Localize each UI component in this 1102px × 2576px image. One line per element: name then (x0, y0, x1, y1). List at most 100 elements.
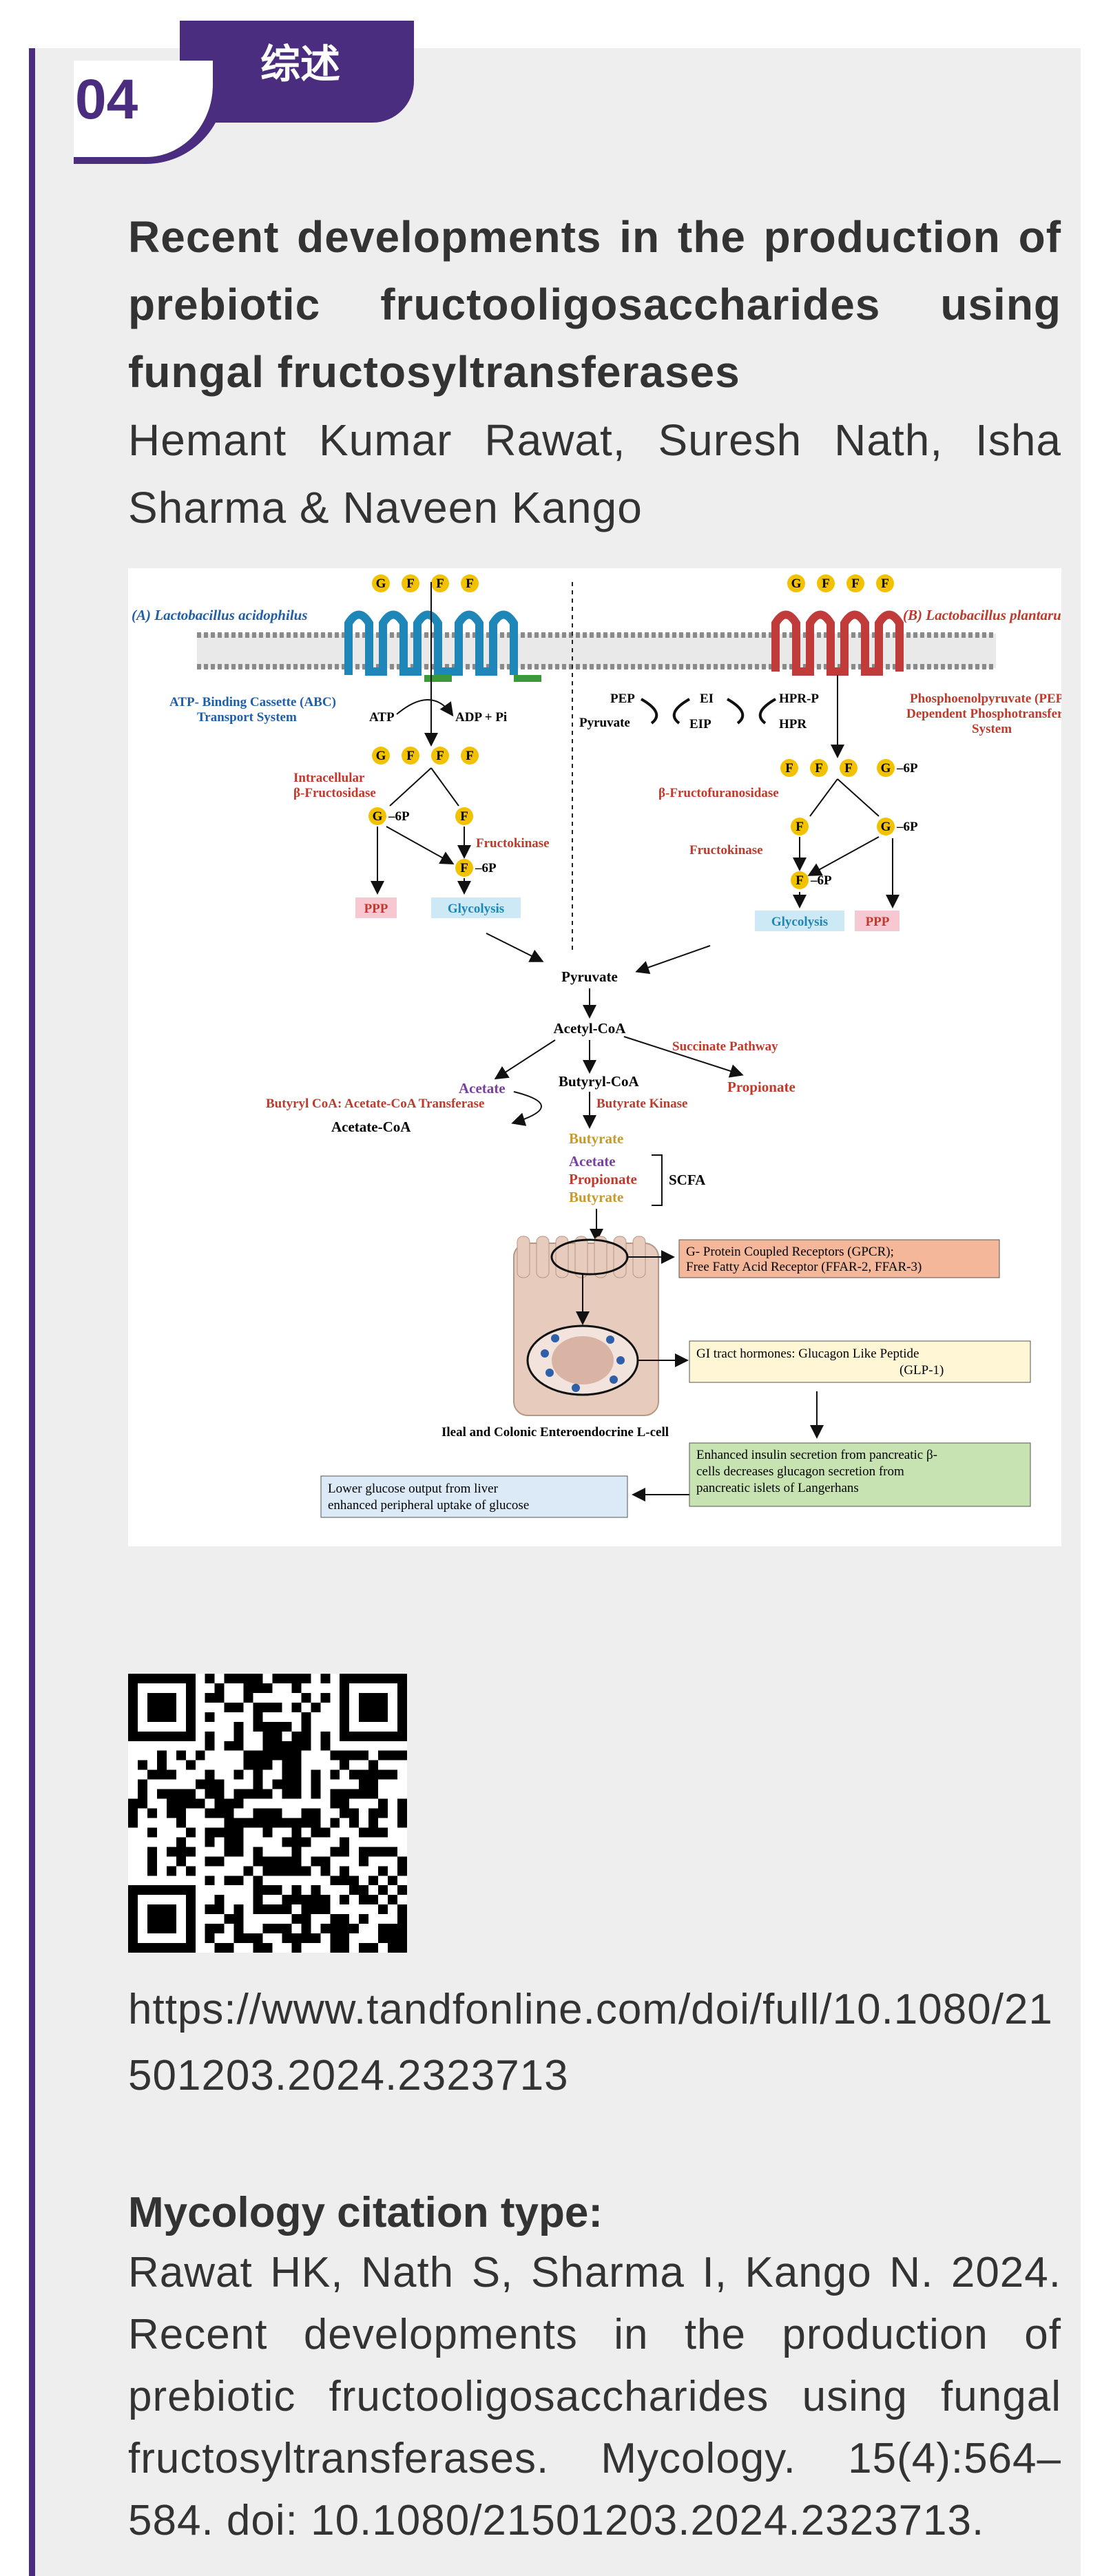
qr-module (205, 1789, 215, 1799)
qr-module (233, 1924, 244, 1934)
qr-module (147, 1856, 157, 1867)
qr-module (388, 1876, 398, 1886)
qr-module (205, 1933, 215, 1944)
qr-module (301, 1837, 311, 1847)
qr-module (282, 1779, 292, 1789)
qr-module (301, 1818, 311, 1828)
qr-module (253, 1760, 263, 1770)
qr-module (262, 1808, 273, 1818)
qr-module (378, 1827, 388, 1838)
qr-module (359, 1856, 369, 1867)
qr-module (233, 1876, 244, 1886)
qr-module (156, 1750, 167, 1760)
qr-module (349, 1818, 360, 1828)
qr-module (166, 1798, 176, 1809)
qr-module (301, 1808, 311, 1818)
qr-module (397, 1750, 407, 1760)
qr-module (388, 1847, 398, 1857)
qr-module (291, 1741, 302, 1751)
qr-module (349, 1808, 360, 1818)
svg-text:F: F (844, 761, 853, 776)
fos-chain-b: G F F F (787, 574, 894, 592)
qr-module (233, 1904, 244, 1915)
svg-text:–6P: –6P (896, 820, 918, 834)
qr-module (224, 1876, 234, 1886)
qr-module (282, 1741, 292, 1751)
qr-module (176, 1798, 186, 1809)
qr-module (253, 1683, 263, 1693)
qr-module (311, 1895, 321, 1905)
hprp-label: HPR-P (779, 692, 819, 706)
qr-module (311, 1769, 321, 1780)
svg-text:F: F (881, 577, 889, 591)
qr-module (397, 1914, 407, 1924)
qr-module (397, 1933, 407, 1944)
pts-transporter (771, 610, 904, 676)
qr-module (378, 1798, 388, 1809)
qr-module (262, 1866, 273, 1876)
qr-module (311, 1818, 321, 1828)
qr-module (311, 1933, 321, 1944)
qr-module (397, 1866, 407, 1876)
qr-module (388, 1750, 398, 1760)
qr-code[interactable] (128, 1674, 407, 1953)
qr-module (378, 1933, 388, 1944)
qr-module (349, 1750, 360, 1760)
svg-text:G: G (376, 749, 386, 763)
qr-module (205, 1779, 215, 1789)
qr-module (272, 1924, 282, 1934)
qr-module (253, 1789, 263, 1799)
qr-module (262, 1702, 273, 1712)
qr-module (330, 1933, 340, 1944)
svg-text:F: F (796, 820, 804, 834)
acetate-label: Acetate (459, 1080, 506, 1097)
qr-finder-pattern (359, 1692, 388, 1722)
qr-module (243, 1674, 253, 1683)
qr-module (185, 1827, 196, 1838)
ppp-label-a: PPP (364, 902, 388, 916)
svg-text:F: F (796, 873, 804, 888)
qr-module (368, 1818, 379, 1828)
svg-text:F: F (436, 577, 444, 591)
panel-b-label: (B) Lactobacillus plantarum (903, 607, 1061, 623)
qr-module (282, 1769, 292, 1780)
qr-module (282, 1760, 292, 1770)
qr-module (262, 1885, 273, 1895)
qr-module (253, 1856, 263, 1867)
glucose-label-2: enhanced peripheral uptake of glucose (328, 1498, 529, 1513)
gi-hormone-label-1: GI tract hormones: Glucagon Like Peptide (696, 1347, 919, 1361)
qr-module (349, 1789, 360, 1799)
scfa-label: SCFA (669, 1172, 706, 1188)
qr-module (243, 1683, 253, 1693)
qr-module (205, 1837, 215, 1847)
qr-module (359, 1789, 369, 1799)
qr-module (253, 1933, 263, 1944)
qr-module (233, 1837, 244, 1847)
qr-module (253, 1750, 263, 1760)
qr-module (291, 1702, 302, 1712)
qr-module (243, 1933, 253, 1944)
qr-module (166, 1789, 176, 1799)
svg-text:G: G (373, 809, 383, 824)
qr-module (378, 1924, 388, 1934)
qr-module (176, 1837, 186, 1847)
qr-module (359, 1827, 369, 1838)
qr-module (253, 1885, 263, 1895)
fructokinase-label-a: Fructokinase (476, 836, 550, 851)
qr-module (340, 1933, 350, 1944)
qr-module (291, 1866, 302, 1876)
gpcr-label-2: Free Fatty Acid Receptor (FFAR-2, FFAR-3… (686, 1260, 922, 1274)
qr-module (291, 1837, 302, 1847)
pts-label-3: System (972, 722, 1012, 736)
qr-module (349, 1924, 360, 1934)
qr-module (262, 1904, 273, 1915)
eip-label: EIP (689, 717, 711, 731)
article-url[interactable]: https://www.tandfonline.com/doi/full/10.… (128, 1986, 1053, 2099)
fos-chain-intracellular: G F F F (372, 747, 479, 765)
qr-module (359, 1943, 369, 1953)
qr-module (388, 1924, 398, 1934)
qr-module (301, 1721, 311, 1732)
qr-module (301, 1904, 311, 1915)
adp-label: ADP + Pi (455, 710, 507, 725)
b-fructofuranosidase-label: β-Fructofuranosidase (658, 786, 779, 800)
